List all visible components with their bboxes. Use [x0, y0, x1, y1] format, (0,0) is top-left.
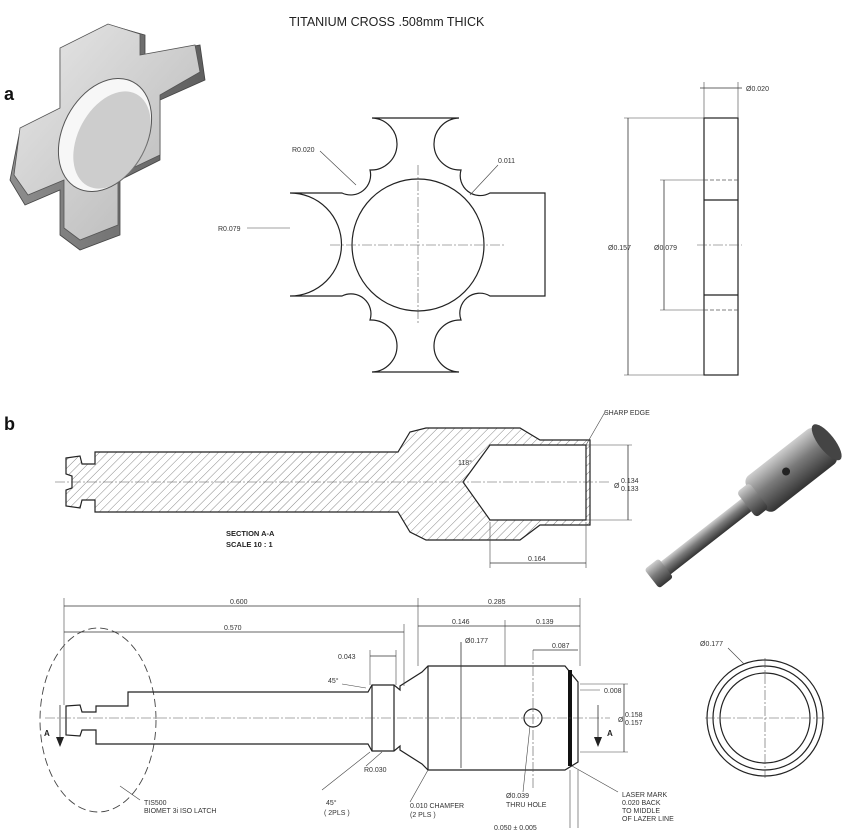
section-scale: SCALE 10 : 1 — [226, 540, 273, 549]
dim-inner-dia: Ø0.079 — [654, 245, 677, 252]
dim-angle-45: 45° — [328, 677, 339, 685]
section-title: SECTION A-A — [226, 529, 275, 538]
dim-2pls: ( 2PLS ) — [324, 810, 350, 817]
dim-bore-prefix: Ø — [614, 483, 620, 490]
dim-angle-118: 118° — [458, 459, 472, 467]
dim-600: 0.600 — [230, 599, 248, 606]
laser-note-2: 0.020 BACK — [622, 800, 661, 807]
cross-front-view: R0.020 0.011 R0.079 — [218, 117, 546, 373]
dim-r-large: R0.079 — [218, 226, 241, 233]
dim-139: 0.139 — [536, 619, 554, 626]
dim-087: 0.087 — [552, 643, 570, 650]
dim-outer-dia: Ø0.157 — [608, 245, 631, 252]
panel-b-label: b — [4, 414, 15, 434]
tool-3d-render — [645, 424, 842, 588]
cross-3d-render — [9, 23, 206, 251]
dim-146: 0.146 — [452, 619, 470, 626]
dim-570: 0.570 — [224, 625, 242, 632]
dim-008: 0.008 — [604, 688, 622, 695]
dim-bore-upper: 0.134 — [621, 478, 639, 485]
sharp-edge-note: SHARP EDGE — [604, 410, 650, 417]
latch-note-1: TIS500 — [144, 800, 167, 807]
dim-bore-lower: 0.133 — [621, 486, 639, 493]
hole-note-2: THRU HOLE — [506, 802, 547, 809]
panel-a-title: TITANIUM CROSS .508mm THICK — [289, 15, 485, 29]
dim-bore-depth: 0.164 — [528, 556, 546, 563]
end-view: Ø0.177 — [700, 641, 825, 778]
section-arrow-a-left: A — [44, 729, 50, 738]
dim-158-prefix: Ø — [618, 717, 624, 724]
cross-side-view: Ø0.020 Ø0.157 Ø0.079 — [608, 82, 769, 376]
dim-r-small: R0.020 — [292, 147, 315, 154]
dim-end-dia: Ø0.177 — [700, 641, 723, 648]
section-arrow-a-right: A — [607, 729, 613, 738]
section-a-a-view: Ø 0.134 0.133 0.164 118° SHARP EDGE SECT… — [55, 410, 650, 568]
elevation-view: A A 0.600 0.285 0.570 0.146 0.139 Ø0.177… — [39, 598, 674, 832]
laser-note-1: LASER MARK — [622, 792, 667, 799]
dim-angle-45b: 45° — [326, 799, 337, 807]
dim-thickness: Ø0.020 — [746, 86, 769, 93]
hole-note-1: Ø0.039 — [506, 793, 529, 800]
latch-note-2: BIOMET 3i ISO LATCH — [144, 808, 216, 815]
dim-043: 0.043 — [338, 654, 356, 661]
dim-gap: 0.011 — [498, 158, 515, 165]
laser-note-3: TO MIDDLE — [622, 808, 660, 815]
laser-note-4: OF LAZER LINE — [622, 816, 674, 823]
dim-177: Ø0.177 — [465, 638, 488, 645]
dim-tolerance: 0.050 ± 0.005 — [494, 825, 537, 832]
panel-a-label: a — [4, 84, 15, 104]
dim-157: 0.157 — [625, 720, 643, 727]
dim-285: 0.285 — [488, 599, 506, 606]
dim-r030: R0.030 — [364, 767, 387, 774]
chamfer-note-2: (2 PLS ) — [410, 812, 436, 819]
chamfer-note-1: 0.010 CHAMFER — [410, 803, 464, 810]
dim-158: 0.158 — [625, 712, 643, 719]
